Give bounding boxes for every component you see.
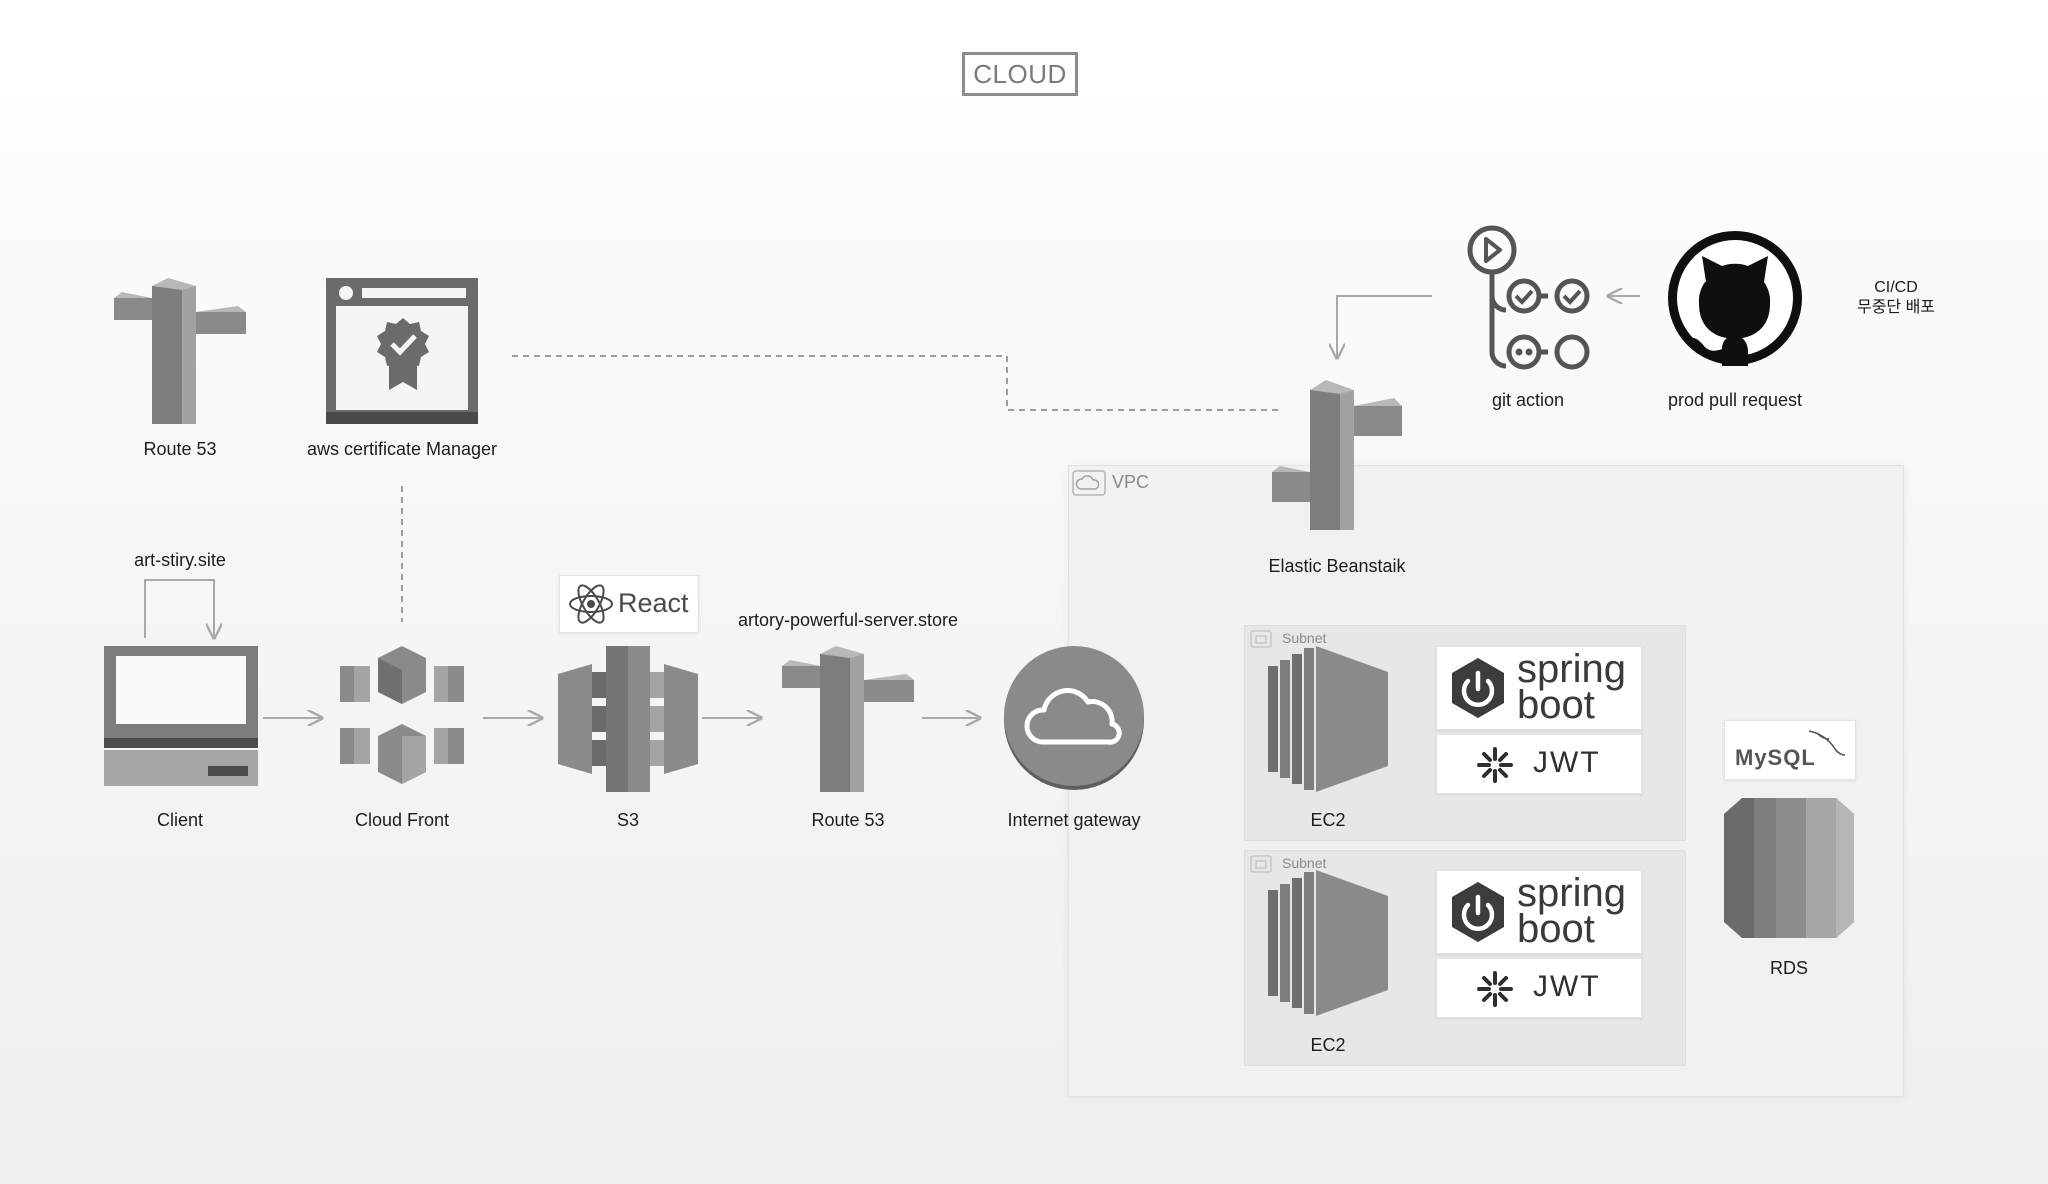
ec2-2-label: EC2: [1310, 1035, 1346, 1055]
server-domain-label: artory-powerful-server.store: [737, 610, 959, 630]
cicd-line1: CI/CD: [1874, 279, 1918, 296]
cloudfront-icon: [340, 646, 464, 784]
spring-boot-badge: spring boot: [1436, 646, 1642, 730]
certificate-icon: [326, 278, 478, 424]
computer-icon: [104, 646, 258, 786]
mysql-badge: MySQL: [1724, 720, 1856, 780]
spring-line2: boot: [1517, 907, 1595, 951]
route53-top-label: Route 53: [143, 439, 217, 459]
github-octocat-icon: [1668, 231, 1802, 366]
route53-icon: [114, 278, 246, 424]
route53-mid-label: Route 53: [811, 810, 885, 830]
route53-icon: [782, 646, 914, 792]
git-action-label: git action: [1491, 390, 1565, 410]
cloud-gateway-icon: [1004, 646, 1144, 790]
jwt-badge: JWT: [1436, 958, 1642, 1018]
s3-label: S3: [616, 810, 640, 830]
spring-power-icon: [1452, 658, 1504, 718]
arrow-gitaction-beanstalk: [1337, 295, 1432, 358]
react-label: React: [618, 588, 689, 618]
beanstalk-icon: [1272, 380, 1402, 530]
spring-line1: spring: [1517, 647, 1626, 691]
igw-label: Internet gateway: [1007, 810, 1141, 830]
beanstalk-label: Elastic Beanstaik: [1268, 556, 1406, 576]
diagram-title: CLOUD: [962, 52, 1078, 96]
cicd-line2: 무중단 배포: [1856, 299, 1936, 316]
react-badge: React: [559, 575, 699, 633]
subnet-icon: [1250, 855, 1272, 873]
cloudfront-label: Cloud Front: [354, 810, 450, 830]
mysql-label: MySQL: [1735, 745, 1816, 770]
dashed-acm-beanstalk: [512, 355, 1280, 411]
jwt-label: JWT: [1533, 746, 1601, 779]
rds-database-icon: [1724, 798, 1854, 938]
spring-line1: spring: [1517, 871, 1626, 915]
spring-boot-badge: spring boot: [1436, 870, 1642, 954]
mysql-dolphin-icon: [1808, 730, 1846, 756]
jwt-icon: [1477, 747, 1513, 783]
jwt-badge: JWT: [1436, 734, 1642, 794]
subnet-2-label: Subnet: [1282, 855, 1327, 871]
subnet-1-label: Subnet: [1282, 630, 1327, 646]
vpc-cloud-icon: [1072, 470, 1106, 496]
jwt-label: JWT: [1533, 970, 1601, 1003]
rds-label: RDS: [1769, 958, 1808, 978]
s3-bucket-icon: [558, 646, 698, 792]
spring-power-icon: [1452, 882, 1504, 942]
jwt-icon: [1477, 971, 1513, 1007]
vpc-label: VPC: [1112, 472, 1150, 492]
ec2-1-label: EC2: [1310, 810, 1346, 830]
ec2-instance-icon: [1268, 870, 1388, 1016]
ec2-instance-icon: [1268, 646, 1388, 792]
client-loop: [144, 579, 214, 638]
client-label: Client: [156, 810, 204, 830]
react-icon: [569, 584, 613, 624]
github-actions-icon: [1467, 225, 1590, 370]
client-domain-label: art-stiry.site: [134, 550, 226, 570]
subnet-icon: [1250, 630, 1272, 648]
acm-label: aws certificate Manager: [306, 439, 498, 459]
pull-request-label: prod pull request: [1667, 390, 1803, 410]
spring-line2: boot: [1517, 683, 1595, 727]
